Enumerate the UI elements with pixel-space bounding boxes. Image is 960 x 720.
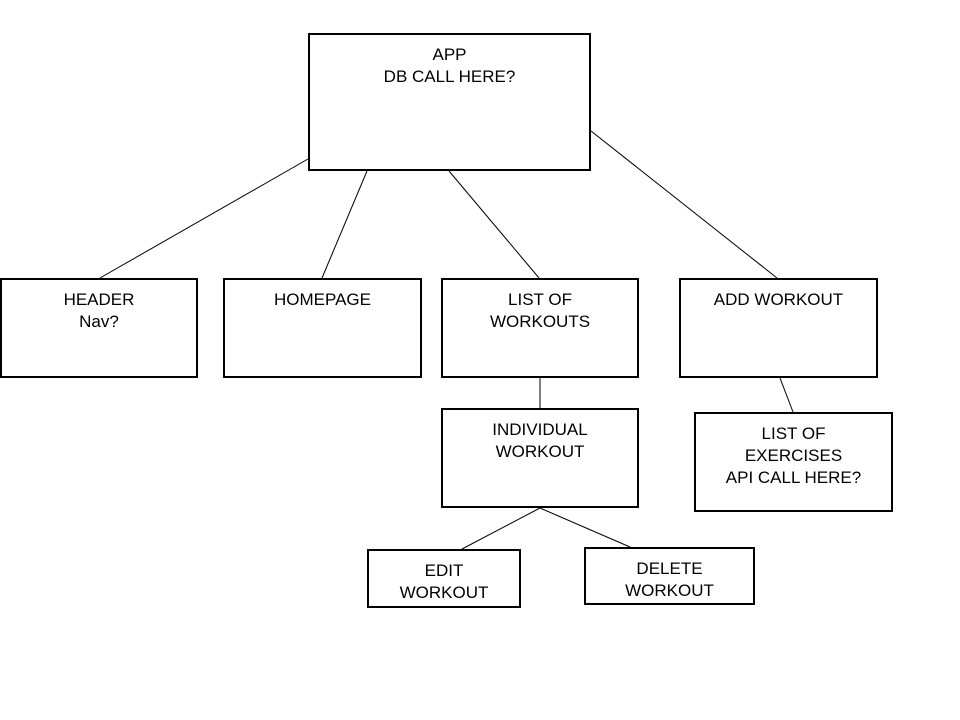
edge-add-workout-list-of-exercises	[779, 377, 794, 413]
node-edit-workout: EDIT WORKOUT	[367, 549, 521, 608]
node-homepage-line-1: HOMEPAGE	[274, 290, 371, 309]
edge-app-list-of-workouts	[448, 170, 540, 279]
node-add-workout: ADD WORKOUT	[679, 278, 878, 378]
node-delete-workout-line-2: WORKOUT	[625, 581, 714, 600]
node-header: HEADER Nav?	[0, 278, 198, 378]
node-list-of-workouts-line-1: LIST OF	[508, 290, 572, 309]
node-edit-workout-line-2: WORKOUT	[399, 583, 489, 602]
node-delete-workout: DELETE WORKOUT	[584, 547, 755, 605]
edge-individual-workout-delete-workout	[539, 507, 631, 548]
node-app-line-2: DB CALL HERE?	[383, 67, 516, 86]
node-app: APP DB CALL HERE?	[308, 33, 591, 171]
node-list-of-exercises-line-3: API CALL HERE?	[725, 468, 862, 487]
node-delete-workout-line-1: DELETE	[636, 559, 703, 578]
edge-app-header	[99, 158, 309, 279]
node-individual-workout-line-1: INDIVIDUAL	[492, 420, 588, 439]
node-list-of-exercises-line-1: LIST OF	[761, 424, 826, 443]
node-header-line-1: HEADER	[63, 290, 135, 309]
node-list-of-workouts-line-2: WORKOUTS	[489, 312, 591, 331]
edge-app-homepage	[321, 170, 368, 279]
node-list-of-exercises: LIST OF EXERCISES API CALL HERE?	[694, 412, 893, 512]
edge-individual-workout-edit-workout	[461, 507, 541, 550]
node-individual-workout: INDIVIDUAL WORKOUT	[441, 408, 639, 508]
node-app-line-1: APP	[432, 45, 467, 64]
node-homepage: HOMEPAGE	[223, 278, 422, 378]
node-list-of-exercises-line-2: EXERCISES	[744, 446, 843, 465]
edge-app-add-workout	[590, 130, 778, 279]
node-add-workout-line-1: ADD WORKOUT	[713, 290, 844, 309]
node-header-line-2: Nav?	[79, 312, 119, 331]
node-list-of-workouts: LIST OF WORKOUTS	[441, 278, 639, 378]
node-individual-workout-line-2: WORKOUT	[495, 442, 585, 461]
node-edit-workout-line-1: EDIT	[424, 561, 464, 580]
